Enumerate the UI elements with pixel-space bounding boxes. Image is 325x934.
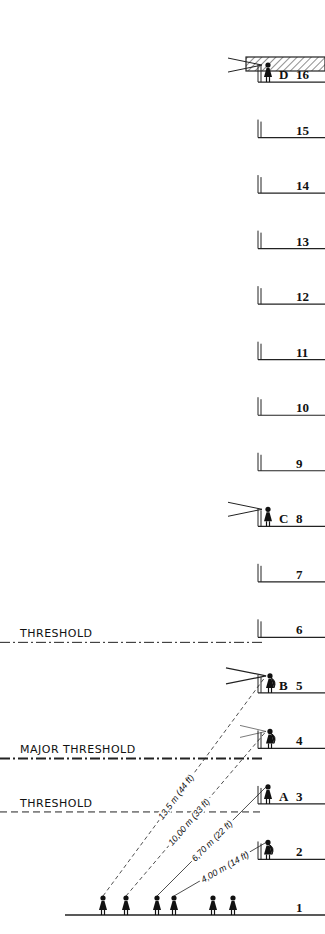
floor-slab: [258, 120, 325, 138]
person-figure: [229, 895, 237, 915]
person-figure: [99, 895, 107, 915]
person-figure: [264, 507, 272, 527]
floor-number: 1: [296, 900, 303, 916]
threshold-line: [0, 757, 262, 759]
floor-slab: [258, 397, 325, 415]
person-figure: [170, 895, 178, 915]
threshold-line: [0, 811, 262, 812]
person-figure: [266, 673, 275, 693]
person-figure: [209, 895, 217, 915]
floor-slab: [258, 286, 325, 304]
distance-line: [174, 842, 266, 896]
sight-cone: [228, 58, 262, 72]
position-letter: C: [279, 511, 288, 527]
floor-slab: [258, 175, 325, 193]
position-letter: A: [279, 789, 288, 805]
floor-slab: [258, 342, 325, 360]
floor-slab: [258, 231, 325, 249]
person-figure: [122, 895, 130, 915]
person-figure: [264, 62, 272, 82]
person-figure: [266, 729, 275, 749]
floor-number: 10: [296, 400, 309, 416]
floor-number: 6: [296, 622, 303, 638]
floor-number: 16: [296, 67, 309, 83]
floor-number: 2: [296, 844, 303, 860]
position-letter: B: [279, 678, 288, 694]
floor-number: 14: [296, 178, 309, 194]
floor-number: 12: [296, 289, 309, 305]
floor-number: 11: [296, 345, 308, 361]
floor-slab: [258, 619, 325, 637]
person-figure: [153, 895, 161, 915]
position-letter: D: [279, 67, 288, 83]
floor-number: 4: [296, 733, 303, 749]
floor-slab: [258, 453, 325, 471]
floor-slab: [258, 564, 325, 582]
threshold-label: THRESHOLD: [20, 627, 93, 640]
floor-number: 3: [296, 789, 303, 805]
threshold-label: MAJOR THRESHOLD: [20, 743, 136, 756]
threshold-line: [0, 642, 262, 643]
sight-cone: [226, 668, 266, 684]
floor-number: 8: [296, 511, 303, 527]
floor-number: 7: [296, 567, 303, 583]
distance-line: [126, 731, 266, 896]
floor-number: 13: [296, 234, 309, 250]
sight-cone: [228, 502, 262, 516]
floor-number: 5: [296, 678, 303, 694]
threshold-label: THRESHOLD: [20, 797, 93, 810]
floor-number: 9: [296, 456, 303, 472]
distance-line: [103, 676, 266, 896]
floor-number: 15: [296, 123, 309, 139]
